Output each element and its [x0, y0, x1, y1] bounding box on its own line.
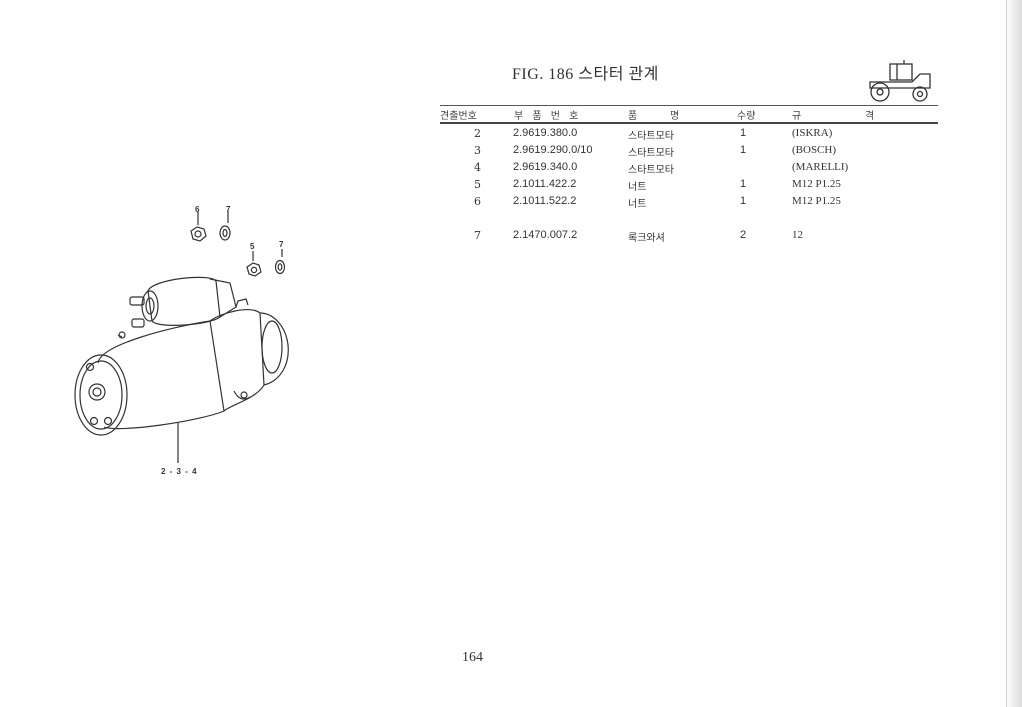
header-ref-no: 견출번호 [440, 111, 477, 122]
cell-qty: 1 [740, 178, 747, 190]
cell-spec: (MARELLI) [792, 161, 849, 173]
cell-ref-no: 2 [474, 127, 481, 140]
callout-6: 6 [195, 205, 200, 214]
cell-qty: 2 [740, 229, 747, 241]
starter-motor-drawing [74, 211, 289, 463]
page-edge-shadow [1006, 0, 1022, 707]
tractor-icon [869, 60, 931, 102]
cell-part-no: 2.1470.007.2 [513, 229, 578, 241]
callout-2-3-4: 2 - 3 - 4 [161, 467, 198, 476]
cell-name: 스타트모타 [628, 131, 674, 142]
cell-name: 록크와셔 [628, 233, 665, 244]
cell-name: 스타트모타 [628, 148, 674, 159]
page-edge-line [1006, 0, 1007, 707]
cell-ref-no: 6 [474, 195, 481, 208]
cell-ref-no: 3 [474, 144, 481, 157]
callout-7b: 7 [279, 240, 284, 249]
cell-ref-no: 4 [474, 161, 481, 174]
cell-part-no: 2.9619.290.0/10 [513, 144, 593, 156]
header-spec-a: 규 [792, 111, 805, 122]
cell-ref-no: 5 [474, 178, 481, 191]
cell-spec: M12 P1.25 [792, 178, 841, 190]
cell-part-no: 2.9619.340.0 [513, 161, 578, 173]
callout-5: 5 [250, 242, 255, 251]
table-top-rule [440, 105, 938, 106]
cell-qty: 1 [740, 127, 747, 139]
cell-qty: 1 [740, 144, 747, 156]
cell-spec: (BOSCH) [792, 144, 837, 156]
cell-name: 너트 [628, 199, 647, 210]
header-spec-b: 격 [865, 111, 878, 122]
callout-7a: 7 [226, 205, 231, 214]
header-qty: 수량 [737, 111, 756, 122]
table-header-rule [440, 122, 938, 124]
header-part-no: 부 품 번 호 [514, 111, 582, 122]
page-number: 164 [462, 650, 483, 665]
cell-spec: (ISKRA) [792, 127, 833, 139]
cell-part-no: 2.1011.422.2 [513, 178, 577, 190]
cell-name: 너트 [628, 182, 647, 193]
cell-spec: M12 P1.25 [792, 195, 841, 207]
cell-name: 스타트모타 [628, 165, 674, 176]
header-name-a: 품 [628, 111, 641, 122]
cell-spec: 12 [792, 229, 803, 241]
cell-qty: 1 [740, 195, 747, 207]
cell-part-no: 2.9619.380.0 [513, 127, 578, 139]
figure-title: FIG. 186 스타터 관계 [512, 66, 659, 83]
cell-ref-no: 7 [474, 229, 481, 242]
cell-part-no: 2.1011.522.2 [513, 195, 577, 207]
header-name-b: 명 [670, 111, 683, 122]
